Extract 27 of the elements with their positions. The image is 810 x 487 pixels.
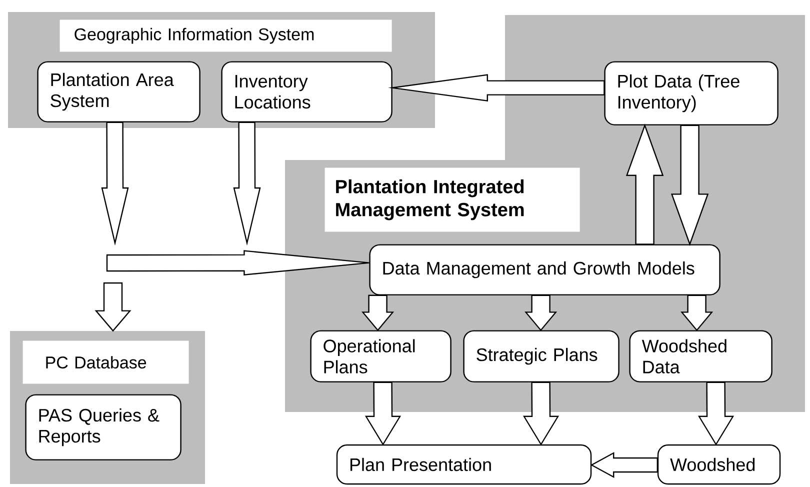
process-box: Operational Plans — [310, 330, 452, 382]
block-arrow — [698, 382, 734, 446]
process-box: Plot Data (Tree Inventory) — [604, 61, 778, 126]
process-box: Woodshed — [657, 444, 781, 485]
block-arrow — [626, 124, 664, 245]
block-arrow — [388, 74, 605, 102]
block-arrow — [362, 294, 394, 332]
block-arrow — [106, 250, 370, 276]
block-arrow — [680, 294, 714, 332]
block-arrow — [590, 452, 658, 478]
block-arrow — [522, 382, 560, 446]
block-arrow — [94, 282, 132, 332]
panel-title: Plantation Integrated Management System — [324, 168, 580, 232]
process-box: Inventory Locations — [221, 61, 392, 122]
panel-title: PC Database — [22, 340, 189, 384]
process-box: Plantation Area System — [37, 61, 200, 122]
block-arrow — [524, 294, 558, 332]
panel-title: Geographic Information System — [60, 20, 392, 52]
process-box: PAS Queries & Reports — [25, 394, 182, 460]
process-box: Plan Presentation — [336, 444, 592, 485]
process-box: Data Management and Growth Models — [369, 244, 720, 296]
process-box: Strategic Plans — [463, 330, 620, 382]
block-arrow — [364, 382, 402, 446]
block-arrow — [670, 124, 709, 246]
block-arrow — [101, 122, 129, 246]
block-arrow — [233, 122, 261, 246]
process-box: Woodshed Data — [629, 330, 772, 382]
